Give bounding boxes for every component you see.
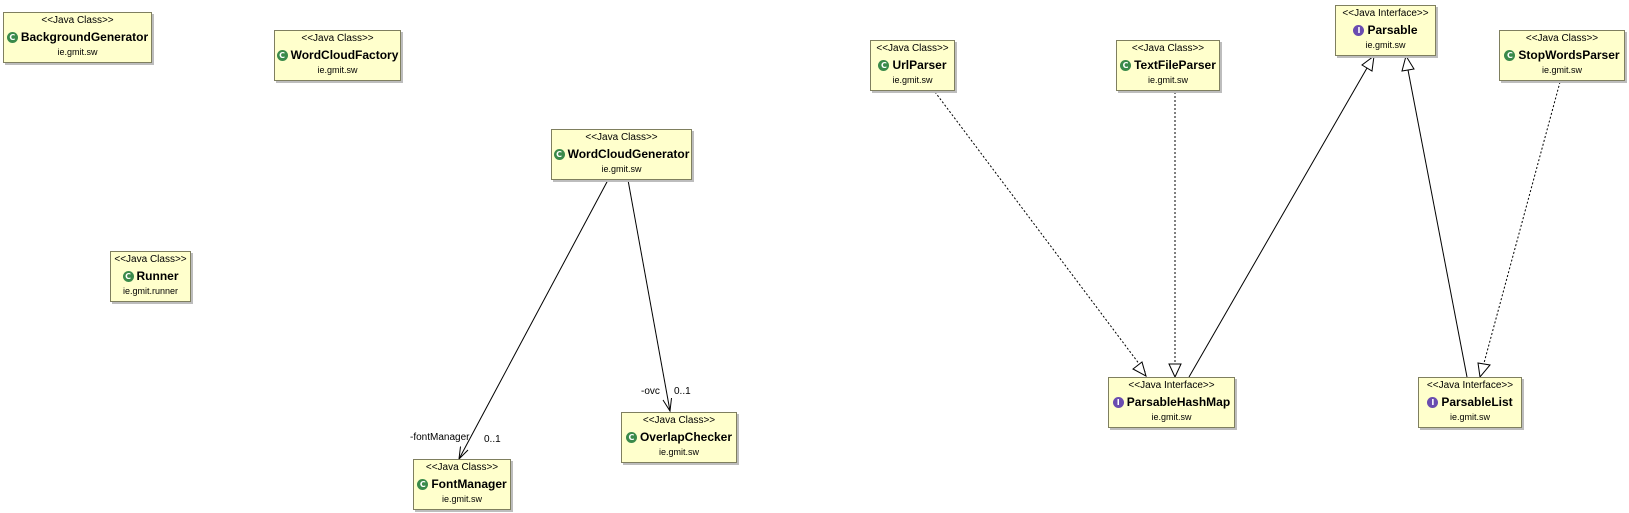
role-label-fontmanager: -fontManager xyxy=(410,432,470,443)
class-icon: C xyxy=(417,478,429,490)
association-arrowhead-fontmanager xyxy=(458,446,469,461)
stereotype-label: <<Java Class>> xyxy=(1525,33,1599,44)
stereotype-label: <<Java Class>> xyxy=(876,43,949,54)
package-label: ie.gmit.sw xyxy=(317,65,358,75)
stereotype-label: <<Java Interface>> xyxy=(1342,8,1429,19)
package-label: ie.gmit.sw xyxy=(1147,75,1188,85)
role-label-overlapchecker: -ovc xyxy=(641,386,660,397)
class-icon: C xyxy=(553,148,565,160)
package-label: ie.gmit.sw xyxy=(441,494,482,504)
package-label: ie.gmit.sw xyxy=(1449,412,1490,422)
multiplicity-label-fontmanager: 0..1 xyxy=(484,434,501,445)
generalization-edge-parsablehashmap xyxy=(1188,67,1368,378)
package-label: ie.gmit.sw xyxy=(1151,412,1192,422)
realization-arrowhead-urlparser xyxy=(1132,361,1147,378)
class-icon: C xyxy=(6,31,18,43)
interface-icon: I xyxy=(1112,396,1124,408)
realization-arrowhead-textfileparser xyxy=(1168,363,1182,379)
interface-icon: I xyxy=(1353,24,1365,36)
class-icon: C xyxy=(625,431,637,443)
stereotype-label: <<Java Interface>> xyxy=(1426,380,1514,391)
association-arrowhead-overlapchecker xyxy=(662,397,672,413)
stereotype-label: <<Java Class>> xyxy=(114,254,187,265)
package-label: ie.gmit.runner xyxy=(122,286,179,296)
association-edge-fontmanager xyxy=(458,179,609,460)
realization-edge-urlparser xyxy=(934,91,1147,374)
stereotype-label: <<Java Class>> xyxy=(585,132,658,143)
multiplicity-label-overlapchecker: 0..1 xyxy=(674,386,691,397)
package-label: ie.gmit.sw xyxy=(1541,65,1582,75)
association-edge-overlapchecker xyxy=(627,179,671,412)
interface-icon: I xyxy=(1427,396,1439,408)
class-icon: C xyxy=(122,270,134,282)
realization-edge-stopwordsparser xyxy=(1483,81,1561,364)
stereotype-label: <<Java Class>> xyxy=(41,15,114,26)
package-label: ie.gmit.sw xyxy=(1365,40,1406,50)
stereotype-label: <<Java Class>> xyxy=(301,33,374,44)
class-icon: C xyxy=(878,59,890,71)
package-label: ie.gmit.sw xyxy=(658,447,699,457)
stereotype-label: <<Java Class>> xyxy=(425,462,499,473)
package-label: ie.gmit.sw xyxy=(601,164,642,174)
class-icon: C xyxy=(1120,59,1132,71)
package-label: ie.gmit.sw xyxy=(892,75,933,85)
realization-arrowhead-stopwordsparser xyxy=(1477,362,1491,379)
package-label: ie.gmit.sw xyxy=(57,47,98,57)
class-icon: C xyxy=(276,49,288,61)
generalization-edge-parsablelist xyxy=(1407,69,1468,378)
stereotype-label: <<Java Class>> xyxy=(1131,43,1205,54)
stereotype-label: <<Java Class>> xyxy=(642,415,716,426)
stereotype-label: <<Java Interface>> xyxy=(1128,380,1215,391)
class-icon: C xyxy=(1504,49,1516,61)
generalization-arrowhead-parsablehashmap xyxy=(1361,54,1375,72)
generalization-arrowhead-parsablelist xyxy=(1401,54,1415,72)
